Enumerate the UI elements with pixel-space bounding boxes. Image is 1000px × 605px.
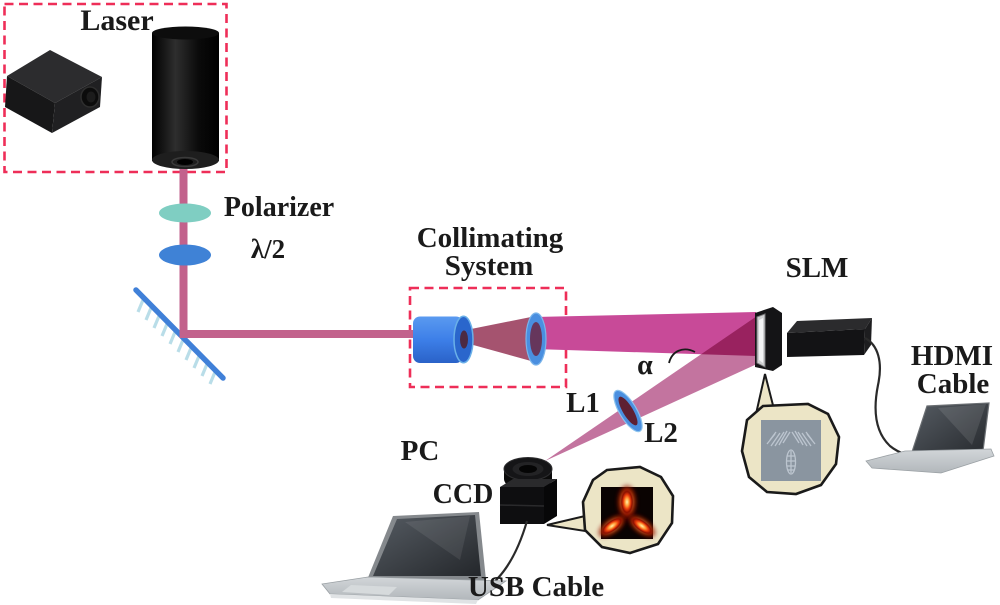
- angle-arc: [668, 348, 696, 364]
- collimating-label-line1: Collimating: [416, 222, 564, 254]
- polarizer-label: Polarizer: [223, 192, 335, 223]
- alpha-label: α: [637, 350, 653, 381]
- hdmi-cable-icon: [864, 337, 908, 457]
- half-wave-label: λ/2: [250, 234, 286, 264]
- fork-hologram-inset: [740, 373, 841, 496]
- slm-panel-icon: [755, 307, 782, 371]
- slm-driver-box-icon: [787, 318, 872, 357]
- collimated-beam: [534, 312, 756, 356]
- polarizer-disc-icon: [159, 203, 211, 223]
- hdmi-label-line1: HDMI: [910, 340, 994, 372]
- half-wave-plate-disc-icon: [159, 244, 211, 266]
- hdmi-label-line2: Cable: [916, 368, 990, 400]
- pc-laptop-icon: [321, 512, 508, 604]
- lens2-label: L2: [644, 417, 678, 449]
- lens-l2-icon: [613, 389, 643, 433]
- collimating-lens-icon: [525, 312, 547, 366]
- hdmi-laptop-icon: [865, 402, 995, 474]
- intensity-lobes: [597, 484, 657, 538]
- pc-label: PC: [400, 435, 440, 467]
- collimating-label-line2: System: [444, 250, 534, 282]
- lens1-label: L1: [566, 387, 600, 419]
- slm-label: SLM: [785, 252, 849, 284]
- usb-cable-label: USB Cable: [467, 571, 605, 603]
- laser-label: Laser: [80, 4, 154, 37]
- three-lobe-intensity-inset: [546, 465, 675, 555]
- collimating-objective-icon: [413, 315, 474, 364]
- diverging-beam-cone: [466, 317, 531, 361]
- ccd-label: CCD: [432, 479, 494, 510]
- fork-pattern: [766, 430, 816, 475]
- laser-tube-icon: [152, 26, 219, 169]
- ccd-camera-icon: [499, 457, 557, 524]
- reflected-beam: [545, 316, 757, 461]
- laser-head-box-icon: [5, 50, 102, 133]
- laser-dashed-box: [3, 2, 228, 174]
